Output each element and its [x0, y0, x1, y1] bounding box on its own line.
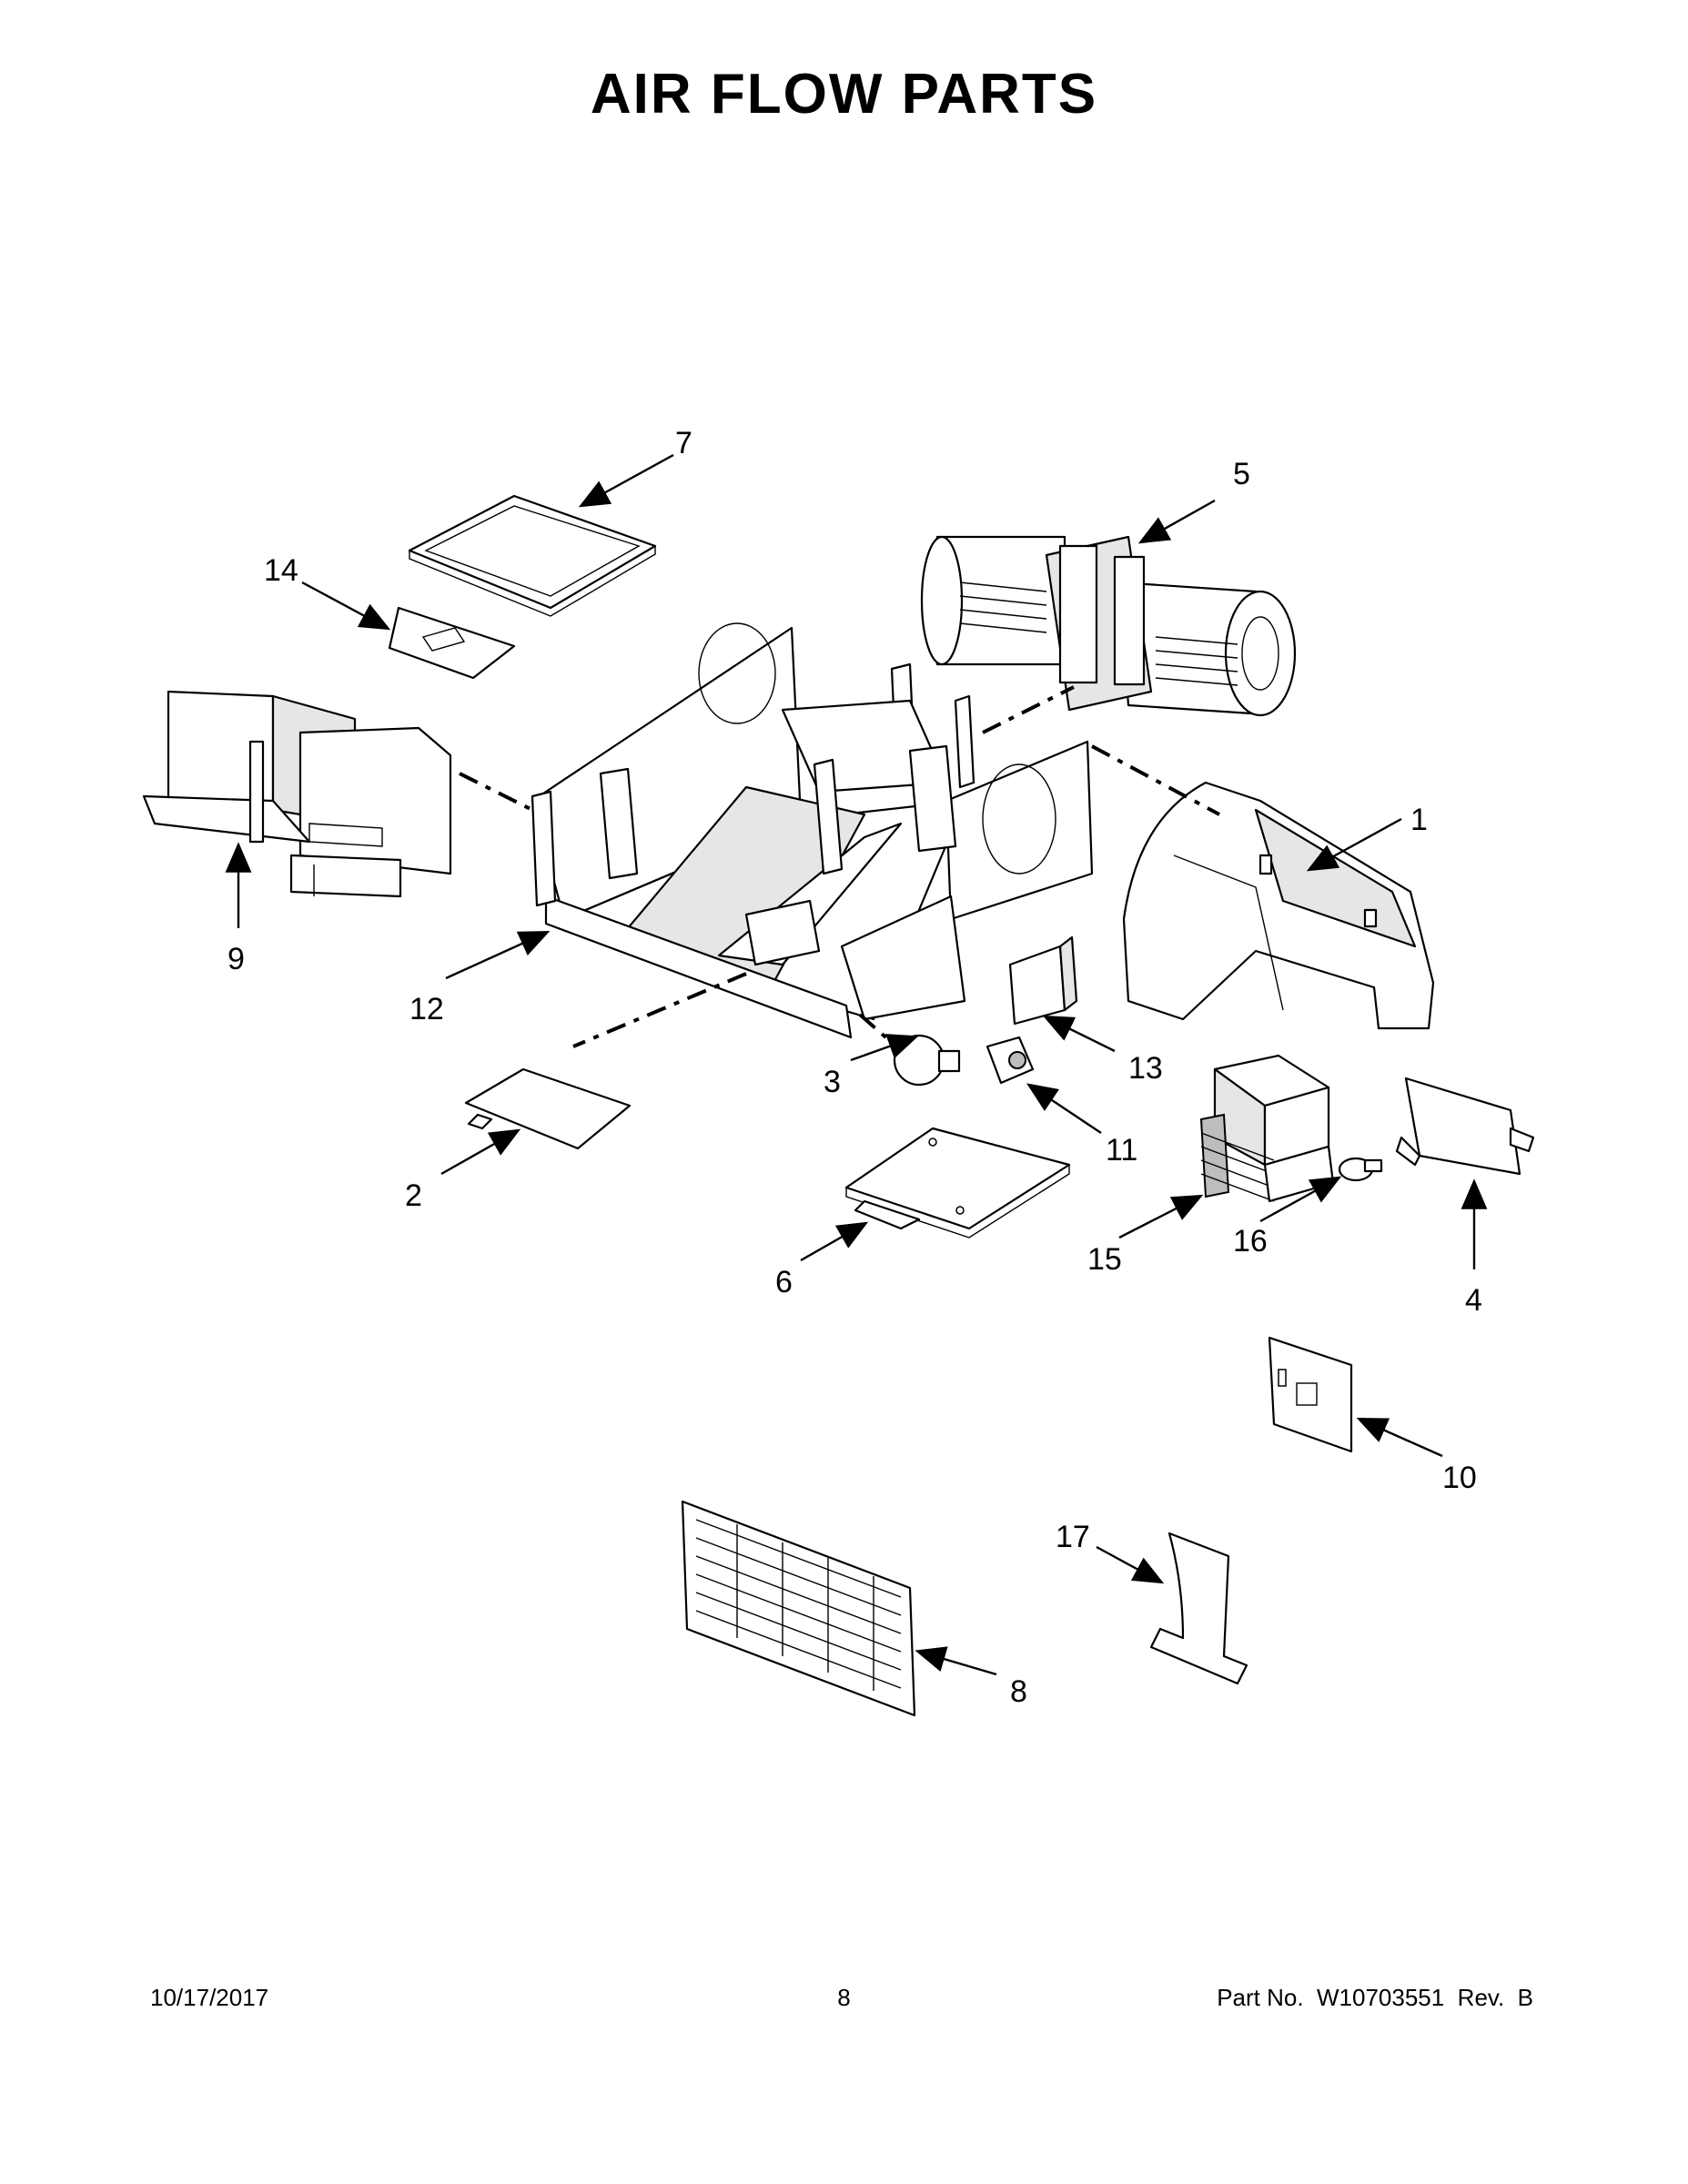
callout-2: 2: [405, 1178, 422, 1213]
part-1-duct-cover[interactable]: [1122, 781, 1435, 1030]
callout-13: 13: [1128, 1051, 1163, 1086]
callout-14: 14: [264, 553, 298, 588]
part-16-switch[interactable]: [1338, 1157, 1383, 1182]
blower-fins: [959, 581, 1238, 686]
footer-date: 10/17/2017: [150, 1984, 269, 2011]
callout-6: 6: [775, 1265, 793, 1299]
callout-9: 9: [227, 942, 245, 976]
transformer-laminations: [1200, 1132, 1275, 1202]
callout-12: 12: [409, 992, 444, 1026]
part-15-transformer[interactable]: [1199, 1054, 1335, 1203]
callout-labels: 7 5 14 1 9 12 13 3 11 2 6 15 16 4 10 17 …: [227, 426, 1482, 1709]
part-5-blower[interactable]: [920, 535, 1297, 717]
assembly-lines: [459, 685, 1220, 1048]
part-14-plate[interactable]: [388, 606, 516, 680]
part-7-filter[interactable]: [408, 494, 657, 617]
page-title: AIR FLOW PARTS: [590, 63, 1098, 126]
callout-16: 16: [1233, 1224, 1268, 1259]
part-10-label[interactable]: [1268, 1336, 1353, 1453]
callout-5: 5: [1233, 457, 1250, 491]
leader-arrows: [225, 453, 1488, 1676]
callout-15: 15: [1087, 1242, 1122, 1277]
grille-slots: [695, 1519, 902, 1691]
part-13-bracket[interactable]: [1008, 935, 1078, 1026]
callout-3: 3: [824, 1065, 841, 1099]
part-4-bracket[interactable]: [1395, 1077, 1535, 1176]
part-12-base[interactable]: [531, 622, 1094, 1039]
part-2-plate[interactable]: [464, 1067, 632, 1150]
callout-8: 8: [1010, 1674, 1027, 1709]
part-9-duct[interactable]: [142, 690, 452, 898]
callout-1: 1: [1410, 803, 1428, 837]
part-17-deflector[interactable]: [1149, 1532, 1248, 1685]
page-number: 8: [837, 1984, 851, 2011]
callout-7: 7: [675, 426, 692, 460]
callout-11: 11: [1106, 1133, 1137, 1168]
part-6-cover-plate[interactable]: [844, 1127, 1071, 1239]
part-number: Part No. W10703551 Rev. B: [1217, 1984, 1533, 2011]
callout-17: 17: [1056, 1520, 1090, 1554]
part-3-lamp[interactable]: [893, 1034, 961, 1087]
part-11-socket[interactable]: [986, 1036, 1035, 1085]
callout-10: 10: [1442, 1461, 1477, 1495]
callout-4: 4: [1465, 1283, 1482, 1318]
part-8-grille[interactable]: [681, 1500, 916, 1717]
